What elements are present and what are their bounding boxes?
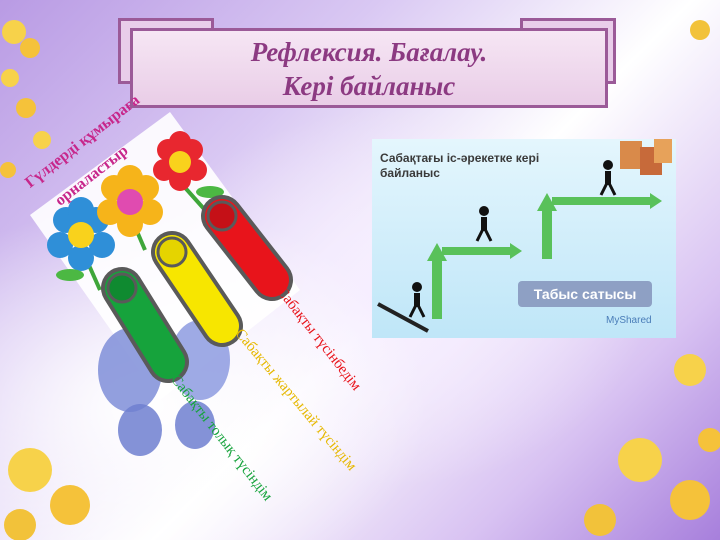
page-subtitle: Кері байланыс	[282, 71, 456, 101]
vase-yellow[interactable]	[151, 231, 243, 347]
page-title: Рефлексия. Бағалау.	[250, 37, 488, 67]
stairs-image-title: Сабақтағы іс-әрекетке кері байланыс	[380, 151, 540, 180]
bottom-left-flowers-icon	[4, 448, 90, 540]
corner-flower-right-icon	[584, 20, 720, 536]
walking-person-1-icon	[408, 282, 426, 318]
flower-yellow-icon	[97, 165, 163, 251]
walking-person-2-icon	[475, 206, 493, 242]
award-photos-icon	[620, 139, 672, 175]
arrow-right-2-icon	[552, 197, 652, 205]
flower-red-icon	[153, 131, 224, 212]
success-ladder-label: Табыс сатысы	[518, 281, 652, 307]
vase-red[interactable]	[201, 195, 293, 301]
feedback-stairs-image: Сабақтағы іс-әрекетке кері байланыс	[372, 139, 676, 338]
title-banner: Рефлексия. Бағалау. Кері байланыс	[130, 28, 608, 108]
stairs-diagram	[377, 139, 672, 333]
flower-blue-icon	[47, 197, 115, 291]
arrow-up-2-icon	[537, 193, 557, 259]
arrow-right-1-icon	[442, 247, 512, 255]
vase-green[interactable]	[101, 267, 189, 383]
walking-person-3-icon	[599, 160, 617, 196]
arrow-up-1-icon	[427, 243, 447, 319]
corner-flower-left-icon	[0, 20, 51, 178]
pen-icon	[377, 302, 429, 333]
myshared-logo: MyShared	[606, 315, 652, 326]
